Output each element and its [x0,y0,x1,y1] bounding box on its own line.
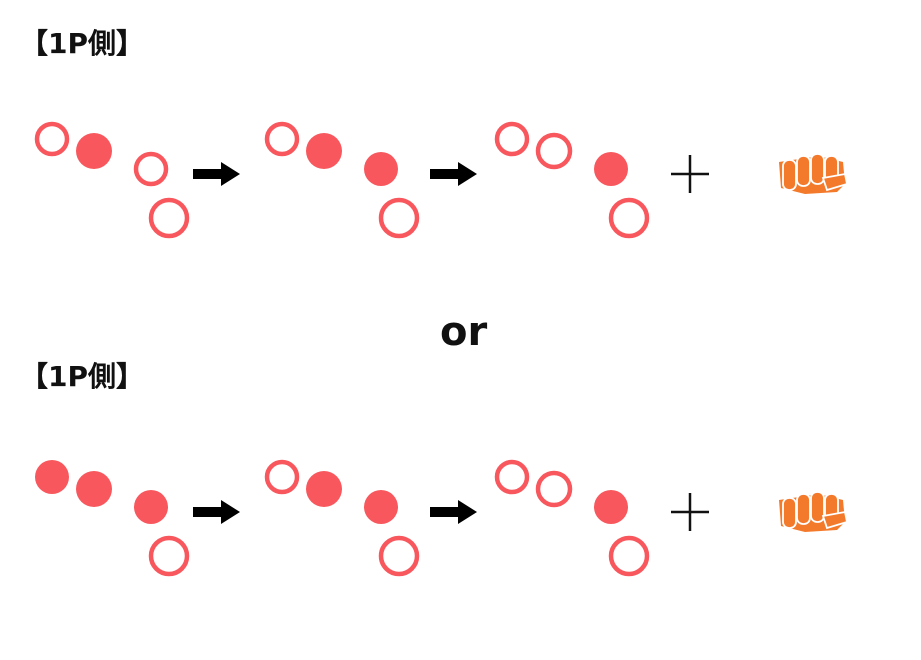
section-label-1p-side: 【1P側】 [20,27,145,60]
right-arrow-icon [193,162,240,186]
direction-dot-empty [148,535,190,577]
plus-icon [671,493,709,531]
plus-icon [671,155,709,193]
direction-dot-empty [494,121,530,157]
joystick-step-3 [494,459,650,577]
direction-dot-filled [594,490,628,524]
direction-dot-empty [378,535,420,577]
joystick-step-1 [35,460,190,577]
joystick-step-1 [34,121,190,239]
direction-dot-empty [34,121,70,157]
joystick-step-2 [264,459,420,577]
sequence-2 [35,459,849,577]
direction-dot-filled [134,490,168,524]
sequence-1 [34,121,849,239]
direction-dot-empty [535,132,573,170]
direction-dot-empty [264,121,300,157]
section-label-1p-side-2: 【1P側】 [20,360,145,393]
direction-dot-filled [35,460,69,494]
punch-icon [779,491,849,532]
right-arrow-icon [430,162,477,186]
direction-dot-empty [494,459,530,495]
direction-dot-empty [148,197,190,239]
direction-dot-empty [608,535,650,577]
direction-dot-filled [76,471,112,507]
joystick-step-2 [264,121,420,239]
joystick-step-3 [494,121,650,239]
right-arrow-icon [430,500,477,524]
direction-dot-filled [364,152,398,186]
punch-icon [779,153,849,194]
direction-dot-filled [306,471,342,507]
direction-dot-empty [535,470,573,508]
direction-dot-filled [76,133,112,169]
or-separator: or [440,309,488,355]
direction-dot-empty [133,151,169,187]
direction-dot-filled [364,490,398,524]
direction-dot-filled [306,133,342,169]
right-arrow-icon [193,500,240,524]
direction-dot-empty [264,459,300,495]
direction-dot-empty [608,197,650,239]
direction-dot-filled [594,152,628,186]
direction-dot-empty [378,197,420,239]
